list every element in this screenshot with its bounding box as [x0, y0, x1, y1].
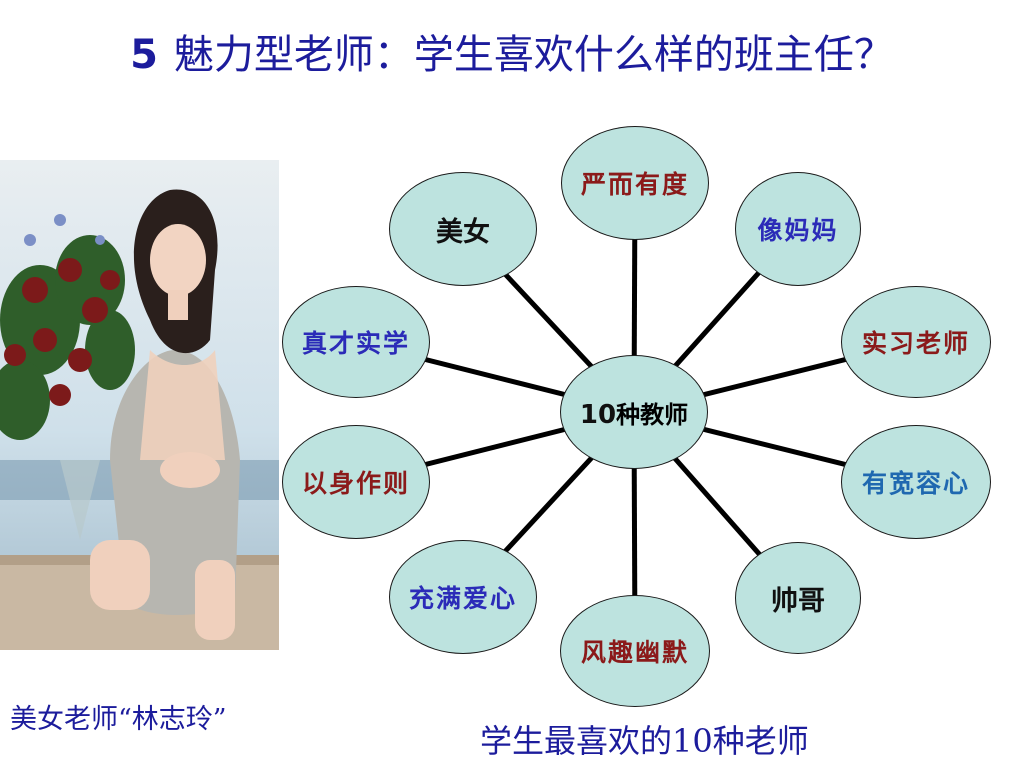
diagram-node: 真才实学: [282, 286, 430, 398]
diagram-center-node: 10种教师: [560, 355, 708, 469]
diagram-node-label: 严而有度: [580, 170, 689, 199]
diagram-caption: 学生最喜欢的10种老师: [480, 722, 809, 760]
photo-caption: 美女老师“林志玲”: [10, 704, 227, 735]
diagram-node: 有宽容心: [841, 425, 991, 539]
diagram-node-label: 实习老师: [861, 329, 970, 358]
diagram-node: 以身作则: [282, 425, 430, 539]
diagram-node: 像妈妈: [735, 172, 861, 286]
diagram-node-label: 有宽容心: [861, 469, 970, 498]
diagram-node: 实习老师: [841, 286, 991, 398]
diagram-node: 充满爱心: [389, 540, 537, 654]
diagram-node: 风趣幽默: [560, 595, 710, 707]
diagram-node: 严而有度: [561, 126, 709, 240]
center-label: 种教师: [616, 399, 689, 429]
diagram-node-label: 充满爱心: [408, 584, 517, 613]
diagram-node-label: 风趣幽默: [580, 638, 689, 667]
diagram-node-label: 以身作则: [301, 469, 410, 498]
diagram-node: 美女: [389, 172, 537, 286]
diagram-node-label: 美女: [436, 216, 490, 248]
teacher-photo-image: [0, 160, 279, 650]
diagram-node: 帅哥: [735, 542, 861, 654]
teacher-photo: [0, 160, 279, 650]
diagram-node-label: 帅哥: [771, 585, 825, 617]
center-number: 10: [579, 399, 617, 430]
slide-title: 5 魅力型老师：学生喜欢什么样的班主任？: [0, 22, 1024, 80]
slide-number: 5: [130, 32, 158, 78]
diagram-node-label: 像妈妈: [757, 216, 839, 245]
slide-title-text: 魅力型老师：学生喜欢什么样的班主任？: [173, 32, 894, 78]
diagram-node-label: 真才实学: [301, 329, 410, 358]
